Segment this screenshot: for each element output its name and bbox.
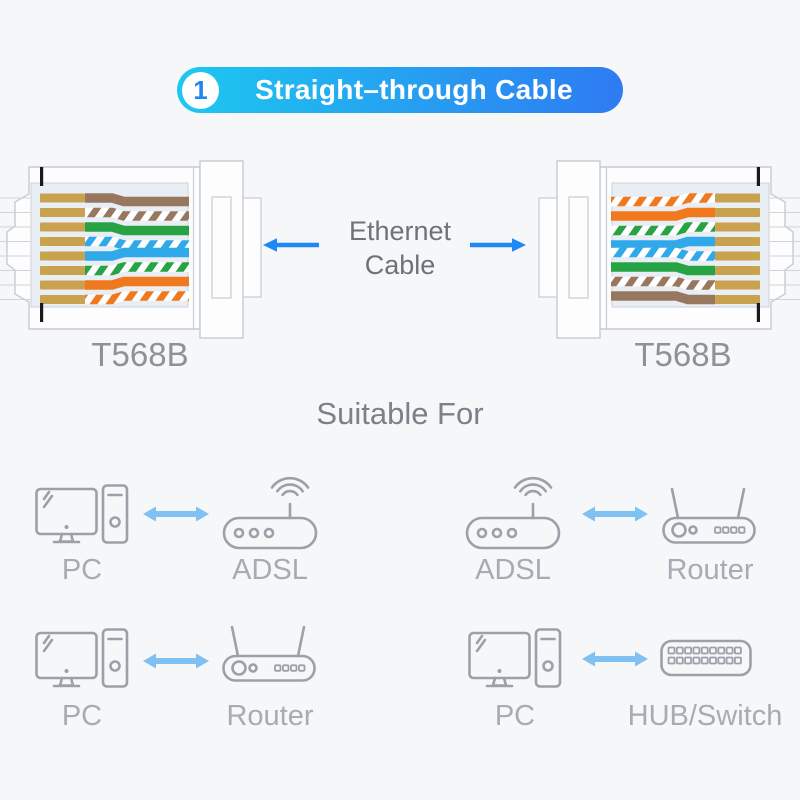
device-label: PC [61, 554, 103, 586]
hub-ports [667, 646, 742, 665]
device-label: Router [226, 700, 314, 732]
adsl-modem-icon [465, 476, 561, 550]
device-label: HUB/Switch [627, 700, 783, 732]
pc-icon [468, 628, 562, 688]
pair-adsl-router: ADSL Router [455, 470, 770, 592]
double-arrow-icon [143, 506, 209, 522]
rj45-connector-right [538, 160, 800, 339]
wiring-standard-label-right: T568B [634, 336, 732, 373]
pair-pc-router: PC Router [30, 618, 330, 740]
pc-icon [35, 628, 129, 688]
step-number-badge: 1 [182, 71, 219, 109]
arrow-right-icon [470, 238, 526, 252]
suitable-for-title: Suitable For [316, 396, 484, 431]
router-icon [222, 626, 316, 682]
double-arrow-icon [582, 506, 648, 522]
ethernet-cable-label-line1: Ethernet [348, 216, 452, 246]
device-label: Router [666, 554, 754, 586]
rj45-connector-left [0, 160, 262, 339]
arrow-left-icon [263, 238, 319, 252]
section-header-banner: 1 Straight–through Cable [177, 67, 623, 113]
section-title: Straight–through Cable [255, 74, 573, 105]
double-arrow-icon [143, 653, 209, 669]
device-label: ADSL [475, 554, 551, 586]
device-label: PC [61, 700, 103, 732]
ethernet-cable-label: Ethernet Cable [330, 214, 470, 282]
adsl-modem-icon [222, 476, 318, 550]
router-icon [662, 488, 756, 544]
double-arrow-icon [582, 651, 648, 667]
device-label: PC [494, 700, 536, 732]
device-label: ADSL [232, 554, 308, 586]
pair-pc-adsl: PC ADSL [30, 470, 330, 592]
pc-icon [35, 484, 129, 544]
hub-switch-icon [660, 639, 752, 677]
ethernet-cable-label-line2: Cable [364, 250, 436, 280]
wiring-standard-label-left: T568B [91, 336, 189, 373]
pair-pc-hub: PC HUB/Switch [455, 618, 785, 740]
